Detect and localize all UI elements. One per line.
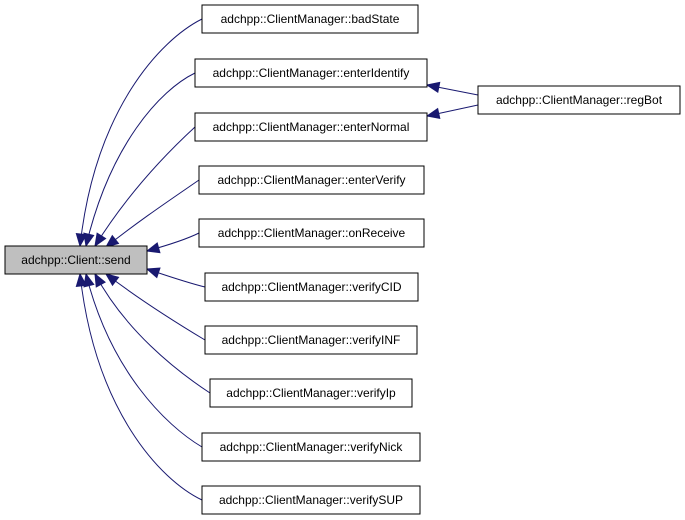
node-box[interactable] bbox=[198, 165, 425, 195]
arrowhead bbox=[425, 81, 441, 94]
node-box[interactable] bbox=[194, 58, 428, 88]
arrowhead bbox=[94, 232, 107, 248]
edge-line bbox=[94, 126, 196, 247]
edge-line bbox=[85, 72, 196, 247]
edge-line bbox=[85, 273, 203, 448]
node-label: adchpp::ClientManager::verifyINF bbox=[222, 333, 401, 347]
nodes-layer: adchpp::Client::sendadchpp::ClientManage… bbox=[4, 4, 681, 515]
node-box[interactable] bbox=[201, 4, 419, 34]
node-label: adchpp::Client::send bbox=[21, 253, 130, 267]
node-label: adchpp::ClientManager::badState bbox=[221, 12, 400, 26]
node-regBot[interactable]: adchpp::ClientManager::regBot bbox=[477, 85, 681, 115]
node-label: adchpp::ClientManager::verifyIp bbox=[226, 386, 396, 400]
edge-regBot-to-enterNormal bbox=[425, 104, 479, 119]
arrowhead bbox=[145, 267, 161, 279]
node-box[interactable] bbox=[4, 245, 148, 275]
node-box[interactable] bbox=[204, 325, 418, 355]
node-label: adchpp::ClientManager::enterNormal bbox=[213, 120, 410, 134]
node-box[interactable] bbox=[204, 272, 419, 302]
arrowhead bbox=[94, 272, 106, 288]
arrowhead bbox=[83, 232, 95, 248]
arrowhead bbox=[104, 234, 120, 248]
node-verifyINF[interactable]: adchpp::ClientManager::verifyINF bbox=[204, 325, 418, 355]
edge-enterVerify-to-send bbox=[104, 179, 200, 248]
node-label: adchpp::ClientManager::enterIdentify bbox=[213, 66, 410, 80]
node-enterNormal[interactable]: adchpp::ClientManager::enterNormal bbox=[194, 112, 428, 142]
node-verifySUP[interactable]: adchpp::ClientManager::verifySUP bbox=[201, 485, 421, 515]
edge-line bbox=[94, 273, 211, 394]
arrowhead bbox=[75, 232, 88, 248]
edge-verifyINF-to-send bbox=[104, 273, 206, 341]
edge-verifyIp-to-send bbox=[94, 272, 211, 394]
edge-line bbox=[105, 179, 200, 248]
node-enterVerify[interactable]: adchpp::ClientManager::enterVerify bbox=[198, 165, 425, 195]
arrowhead bbox=[425, 107, 441, 119]
edges-layer bbox=[75, 18, 479, 501]
node-label: adchpp::ClientManager::verifyNick bbox=[220, 440, 404, 454]
edge-line bbox=[79, 18, 203, 247]
node-verifyIp[interactable]: adchpp::ClientManager::verifyIp bbox=[209, 378, 413, 408]
edge-line bbox=[79, 273, 203, 501]
edge-onReceive-to-send bbox=[145, 232, 200, 254]
node-box[interactable] bbox=[194, 112, 428, 142]
arrowhead bbox=[145, 242, 161, 254]
node-onReceive[interactable]: adchpp::ClientManager::onReceive bbox=[198, 218, 425, 248]
edge-verifyCID-to-send bbox=[145, 267, 206, 288]
edge-line bbox=[105, 273, 206, 341]
arrowhead bbox=[75, 272, 88, 288]
node-label: adchpp::ClientManager::verifySUP bbox=[219, 493, 403, 507]
arrowhead bbox=[83, 272, 95, 288]
edge-enterNormal-to-send bbox=[94, 126, 196, 248]
edge-regBot-to-enterIdentify bbox=[425, 81, 479, 96]
node-verifyCID[interactable]: adchpp::ClientManager::verifyCID bbox=[204, 272, 419, 302]
node-verifyNick[interactable]: adchpp::ClientManager::verifyNick bbox=[201, 432, 421, 462]
node-label: adchpp::ClientManager::regBot bbox=[496, 93, 663, 107]
edge-badState-to-send bbox=[75, 18, 203, 248]
arrowhead bbox=[104, 273, 120, 287]
node-box[interactable] bbox=[198, 218, 425, 248]
node-box[interactable] bbox=[209, 378, 413, 408]
node-box[interactable] bbox=[477, 85, 681, 115]
node-label: adchpp::ClientManager::onReceive bbox=[218, 226, 406, 240]
edge-enterIdentify-to-send bbox=[83, 72, 196, 248]
node-box[interactable] bbox=[201, 485, 421, 515]
node-enterIdentify[interactable]: adchpp::ClientManager::enterIdentify bbox=[194, 58, 428, 88]
node-label: adchpp::ClientManager::enterVerify bbox=[217, 173, 405, 187]
node-badState[interactable]: adchpp::ClientManager::badState bbox=[201, 4, 419, 34]
node-send[interactable]: adchpp::Client::send bbox=[4, 245, 148, 275]
edge-verifySUP-to-send bbox=[75, 272, 203, 501]
node-box[interactable] bbox=[201, 432, 421, 462]
edge-verifyNick-to-send bbox=[83, 272, 203, 448]
node-label: adchpp::ClientManager::verifyCID bbox=[221, 280, 401, 294]
